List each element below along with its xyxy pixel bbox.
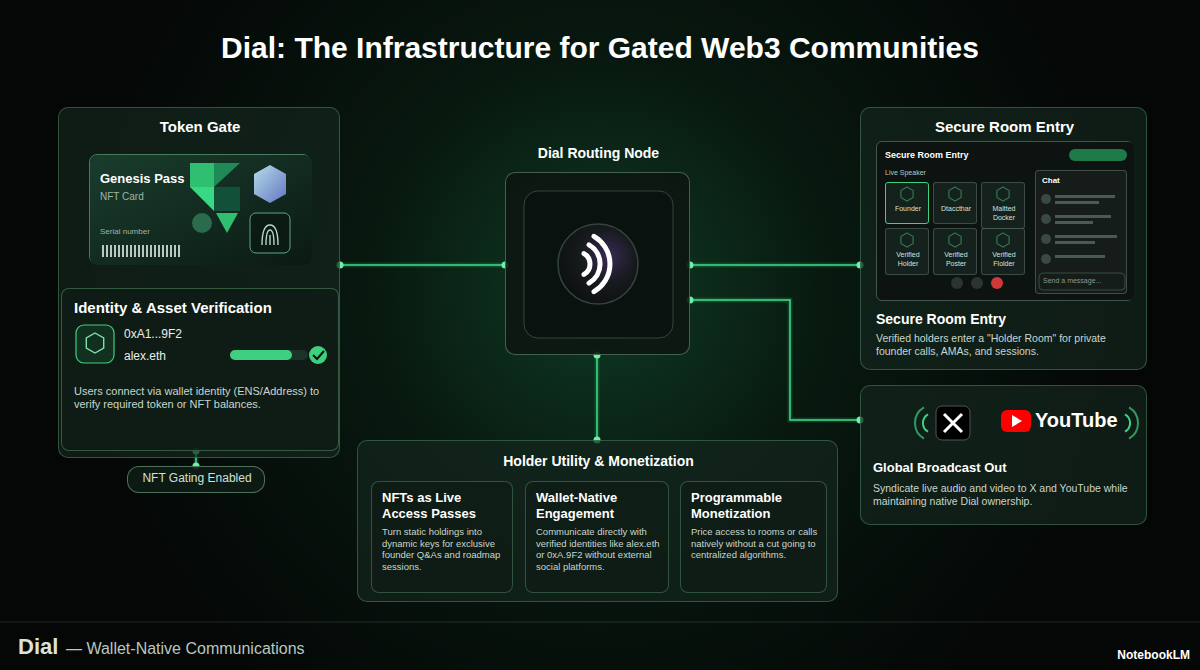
node-text: Serial number xyxy=(100,227,188,237)
node-heading: Dtaccthar xyxy=(936,205,976,214)
node-text: alex.eth xyxy=(124,349,228,364)
node-heading: Chat xyxy=(1042,176,1102,186)
utility-panel: NFTs as Live Access PassesTurn static ho… xyxy=(357,440,838,602)
feature-card: NFTs as Live Access PassesTurn static ho… xyxy=(371,481,513,593)
connector-line xyxy=(340,264,505,266)
node-heading: Maltted Docker xyxy=(984,205,1024,222)
speaker-tile: Maltted Docker xyxy=(981,182,1025,229)
diagram-title: Dial: The Infrastructure for Gated Web3 … xyxy=(0,30,1200,67)
secure-room-panel: Founder Dtaccthar Maltted DockerVerified H… xyxy=(860,107,1147,370)
node-heading: Programmable Monetization xyxy=(691,490,820,522)
node-text: Turn static holdings into dynamic keys f… xyxy=(382,526,506,572)
connector-line xyxy=(690,300,860,420)
watermark: NotebookLM xyxy=(1090,648,1190,663)
connector-glow xyxy=(690,263,860,268)
connector-line xyxy=(690,264,860,266)
node-heading: Wallet-Native Engagement xyxy=(536,490,662,522)
node-heading: Identity & Asset Verification xyxy=(74,299,334,317)
node-text: Syndicate live audio and video to X and … xyxy=(873,482,1135,508)
room-screenshot: Founder Dtaccthar Maltted DockerVerified H… xyxy=(876,141,1133,301)
node-text: Secure Room Entry xyxy=(876,311,1136,328)
node-heading: Verified Holder xyxy=(888,251,928,268)
node-text: Users connect via wallet identity (ENS/A… xyxy=(74,385,329,412)
node-heading: Genesis Pass xyxy=(100,171,188,187)
chat-panel: ChatSend a message... xyxy=(1035,170,1127,294)
node-heading: Founder xyxy=(888,205,928,214)
node-text: Price access to rooms or calls natively … xyxy=(691,526,820,561)
node-heading: Token Gate xyxy=(59,118,341,136)
connector-glow xyxy=(595,355,600,440)
node-heading: Secure Room Entry xyxy=(885,150,1035,161)
node-text: 0xA1...9F2 xyxy=(124,327,228,342)
node-text: NFT Card xyxy=(100,191,188,203)
feature-card: Programmable MonetizationPrice access to… xyxy=(680,481,827,593)
footer-rule xyxy=(0,622,1200,623)
node-text: Global Broadcast Out xyxy=(873,460,1133,476)
verification-box: Identity & Asset Verification 0xA1...9F2 a… xyxy=(61,288,339,451)
routing-node: Dial Routing Node xyxy=(505,172,690,355)
node-heading: NFTs as Live Access Passes xyxy=(382,490,506,522)
connector-glow xyxy=(340,263,505,268)
feature-card: Wallet-Native EngagementCommunicate dire… xyxy=(525,481,669,593)
node-heading: YouTube xyxy=(1035,408,1127,432)
node-heading: Verified Flolder xyxy=(984,251,1024,268)
speaker-tile: Verified Poster xyxy=(933,228,977,275)
node-heading: Secure Room Entry xyxy=(861,118,1148,136)
node-text: Verified holders enter a "Holder Room" f… xyxy=(876,332,1138,358)
speaker-tile: Verified Flolder xyxy=(981,228,1025,275)
nft-card: Genesis PassNFT CardSerial number xyxy=(89,154,311,264)
node-heading: Verified Poster xyxy=(936,251,976,268)
node-text: Send a message... xyxy=(1043,277,1123,286)
node-heading: Dial Routing Node xyxy=(486,145,711,162)
dial-logo xyxy=(506,173,691,356)
footer-tagline: — Wallet-Native Communications xyxy=(66,639,386,659)
node-text: Live Speaker xyxy=(885,169,965,178)
token-gate-panel: Genesis PassNFT CardSerial number Identi… xyxy=(58,107,340,458)
speaker-tile: Dtaccthar xyxy=(933,182,977,224)
connector-glow xyxy=(690,300,860,420)
node-heading: NFT Gating Enabled xyxy=(128,471,266,486)
broadcast-panel: YouTubeGlobal Broadcast OutSyndicate liv… xyxy=(860,385,1147,525)
speaker-tile: Verified Holder xyxy=(885,228,929,275)
connector-line xyxy=(596,355,598,440)
node-text: Communicate directly with verified ident… xyxy=(536,526,662,572)
node-heading: Holder Utility & Monetization xyxy=(358,453,839,470)
speaker-tile: Founder xyxy=(885,182,929,224)
chat-messages xyxy=(1036,171,1128,295)
status-pill: NFT Gating Enabled xyxy=(127,466,265,493)
